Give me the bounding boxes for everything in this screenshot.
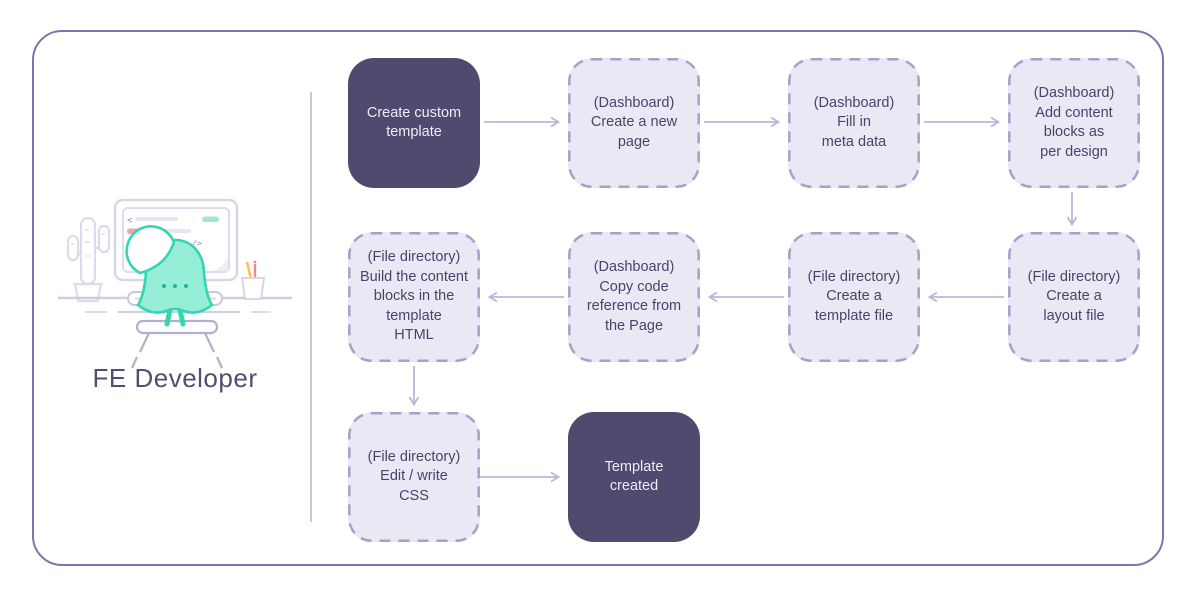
flow-step-label: Template created xyxy=(604,458,664,495)
flow-step-create-template-file: (File directory) Create a template file xyxy=(788,232,920,362)
dashed-border xyxy=(568,58,700,188)
dashed-border xyxy=(568,232,700,362)
page-curl xyxy=(211,255,228,271)
leaf-icon xyxy=(125,225,176,275)
svg-text:<: < xyxy=(127,216,133,226)
developer-illustration: < /> xyxy=(58,198,292,369)
flow-step-create-new-page: (Dashboard) Create a new page xyxy=(568,58,700,188)
dashed-border xyxy=(1008,58,1140,188)
diagram-frame xyxy=(32,30,1164,566)
svg-text:/>: /> xyxy=(192,239,202,248)
dashed-border xyxy=(788,232,920,362)
dashed-border xyxy=(348,412,480,542)
flow-step-edit-write-css: (File directory) Edit / write CSS xyxy=(348,412,480,542)
flow-step-template-created: Template created xyxy=(568,412,700,542)
dashed-border xyxy=(348,232,480,362)
mascot-face-dots xyxy=(162,284,188,288)
flow-step-label: (File directory) Create a template file xyxy=(807,268,901,324)
flow-step-label: (File directory) Build the content block… xyxy=(359,249,469,344)
section-divider xyxy=(310,92,312,522)
flow-step-copy-code-reference: (Dashboard) Copy code reference from the… xyxy=(568,232,700,362)
stool-icon xyxy=(130,319,224,369)
flow-step-label: (File directory) Edit / write CSS xyxy=(367,448,461,504)
flow-step-label: (Dashboard) Fill in meta data xyxy=(813,94,895,150)
pen-cup-icon xyxy=(240,260,266,300)
persona-label: FE Developer xyxy=(92,363,258,393)
flow-step-add-content-blocks: (Dashboard) Add content blocks as per de… xyxy=(1008,58,1140,188)
flow-step-label: Create custom template xyxy=(366,104,462,141)
flow-step-label: (Dashboard) Create a new page xyxy=(590,94,678,150)
flow-step-label: (Dashboard) Add content blocks as per de… xyxy=(1033,85,1115,160)
cactus-icon xyxy=(66,216,111,303)
dashed-border xyxy=(1008,232,1140,362)
flow-step-fill-in-meta-data: (Dashboard) Fill in meta data xyxy=(788,58,920,188)
mascot-icon xyxy=(125,225,214,327)
dashed-border xyxy=(788,58,920,188)
flow-step-label: (File directory) Create a layout file xyxy=(1027,268,1121,324)
flow-step-create-layout-file: (File directory) Create a layout file xyxy=(1008,232,1140,362)
flow-step-label: (Dashboard) Copy code reference from the… xyxy=(586,259,682,334)
flow-step-create-custom-template: Create custom template xyxy=(348,58,480,188)
flow-step-build-content-blocks: (File directory) Build the content block… xyxy=(348,232,480,362)
